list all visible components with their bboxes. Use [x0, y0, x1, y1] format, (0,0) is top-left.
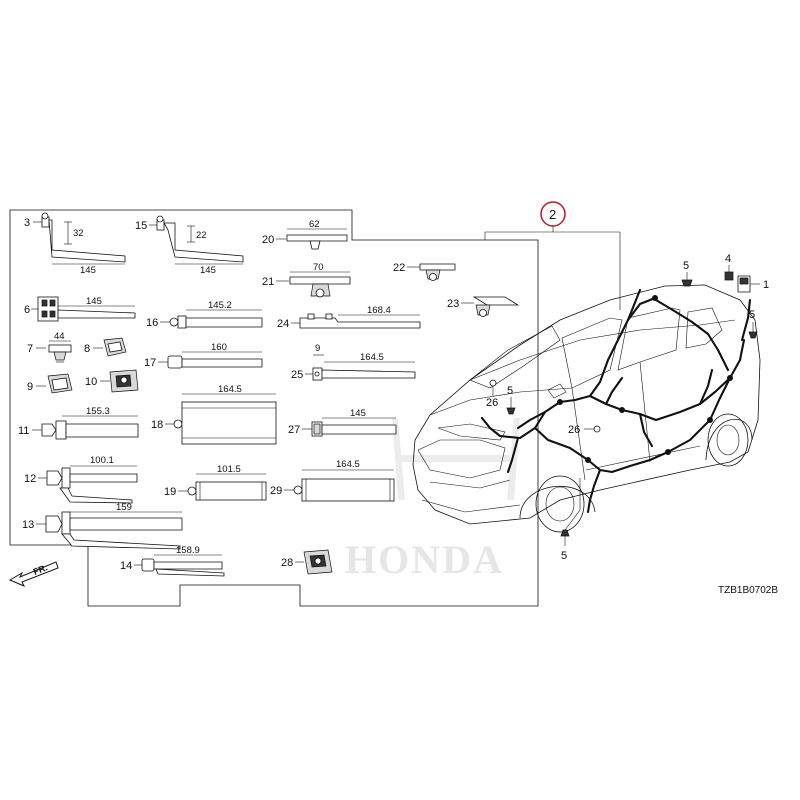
dim-20-length: 62 [309, 219, 320, 230]
part-11[interactable]: 11 155.3 [18, 406, 139, 440]
dim-3-length: 145 [80, 265, 96, 276]
car-callout-26b: 26 [568, 424, 580, 436]
part-17[interactable]: 17 160 [144, 342, 263, 369]
dim-17-length: 160 [211, 342, 227, 353]
part-12[interactable]: 12 100.1 [24, 455, 138, 504]
part-number-9: 9 [27, 381, 33, 393]
dim-29-length: 164.5 [336, 459, 360, 470]
part-14[interactable]: 14 158.9 [120, 545, 225, 577]
part-number-27: 27 [288, 424, 300, 436]
callout-5-right[interactable]: 5 [748, 309, 758, 339]
part-10[interactable]: 10 [85, 369, 139, 393]
part-number-18: 18 [151, 419, 163, 431]
part-23[interactable]: 23 [447, 296, 520, 317]
part-number-16: 16 [146, 317, 158, 329]
part-number-19: 19 [164, 486, 176, 498]
car-callout-4: 4 [725, 253, 731, 265]
callout-4[interactable]: 4 [724, 253, 734, 281]
dim-19-length: 101.5 [217, 464, 241, 475]
callout-2[interactable]: 2 [484, 201, 621, 310]
dim-18-length: 164.5 [218, 384, 242, 395]
part-3[interactable]: 3 32 145 [24, 212, 126, 276]
callout-5-bottom[interactable]: 5 [560, 478, 581, 562]
dim-25-offset: 9 [315, 343, 320, 354]
part-number-22: 22 [393, 262, 405, 274]
part-number-13: 13 [22, 519, 34, 531]
part-28[interactable]: 28 [281, 549, 333, 575]
front-direction-arrow: FR. [8, 561, 59, 587]
dim-24-length: 168.4 [367, 305, 391, 316]
part-19[interactable]: 19 101.5 [164, 464, 267, 501]
car-callout-5c: 5 [507, 385, 513, 397]
part-13[interactable]: 13 159 [22, 502, 183, 550]
dim-16-length: 145.2 [208, 300, 232, 311]
part-number-29: 29 [270, 485, 282, 497]
part-6[interactable]: 6 145 [24, 296, 136, 322]
part-20[interactable]: 20 62 [262, 219, 348, 250]
dim-13-length: 159 [116, 502, 132, 513]
part-number-11: 11 [18, 425, 29, 437]
callout-2-number: 2 [549, 207, 556, 222]
car-illustration [412, 284, 761, 533]
part-number-6: 6 [24, 304, 30, 316]
dim-27-length: 145 [350, 408, 366, 419]
part-8[interactable]: 8 [84, 337, 127, 357]
dim-3-height: 32 [73, 228, 84, 239]
part-18[interactable]: 18 164.5 [151, 384, 277, 445]
part-number-28: 28 [281, 557, 293, 569]
callout-5-mid[interactable]: 5 [506, 385, 516, 415]
dim-14-length: 158.9 [176, 545, 200, 556]
part-29[interactable]: 29 164.5 [270, 459, 395, 502]
dim-25-length: 164.5 [360, 352, 384, 363]
dim-6-length: 145 [86, 296, 102, 307]
car-callout-5b: 5 [749, 309, 755, 321]
part-number-21: 21 [262, 276, 274, 288]
part-number-15: 15 [135, 220, 147, 232]
honda-watermark: HONDA [345, 418, 520, 582]
dim-11-length: 155.3 [86, 406, 110, 417]
dim-12-length: 100.1 [90, 455, 114, 466]
car-callout-5a: 5 [683, 260, 689, 272]
callout-26-left[interactable]: 26 [486, 379, 498, 409]
part-27[interactable]: 27 145 [288, 408, 397, 437]
part-number-3: 3 [24, 217, 30, 229]
part-number-25: 25 [291, 369, 303, 381]
part-number-10: 10 [85, 376, 97, 388]
car-callout-1: 1 [763, 279, 769, 291]
part-24[interactable]: 24 168.4 [277, 305, 421, 330]
part-number-20: 20 [262, 234, 274, 246]
part-number-8: 8 [84, 343, 90, 355]
dim-15-height: 22 [196, 230, 207, 241]
wire-harness[interactable] [480, 288, 752, 514]
part-number-23: 23 [447, 298, 459, 310]
dim-15-length: 145 [200, 265, 216, 276]
front-label: FR. [32, 562, 49, 577]
part-9[interactable]: 9 [27, 373, 73, 394]
part-number-17: 17 [144, 357, 156, 369]
part-7[interactable]: 7 44 [27, 331, 72, 363]
watermark-text: HONDA [345, 537, 504, 582]
dim-7-length: 44 [54, 331, 65, 342]
car-callout-5d: 5 [561, 550, 567, 562]
part-number-12: 12 [24, 473, 36, 485]
callout-5-top[interactable]: 5 [681, 260, 693, 287]
part-25[interactable]: 25 9 164.5 [291, 343, 416, 381]
part-16[interactable]: 16 145.2 [146, 300, 263, 329]
part-22[interactable]: 22 [393, 262, 456, 281]
part-number-24: 24 [277, 318, 289, 330]
callout-1[interactable]: 1 [737, 275, 769, 293]
catalog-code: TZB1B0702B [718, 585, 778, 596]
callout-26-right[interactable]: 26 [568, 424, 601, 436]
car-callout-26a: 26 [486, 397, 498, 409]
part-number-14: 14 [120, 560, 132, 572]
honda-h-logo [392, 418, 520, 500]
part-15[interactable]: 15 22 145 [135, 215, 244, 276]
part-21[interactable]: 21 70 [262, 262, 351, 298]
dim-21-length: 70 [313, 262, 324, 273]
part-number-7: 7 [27, 343, 33, 355]
